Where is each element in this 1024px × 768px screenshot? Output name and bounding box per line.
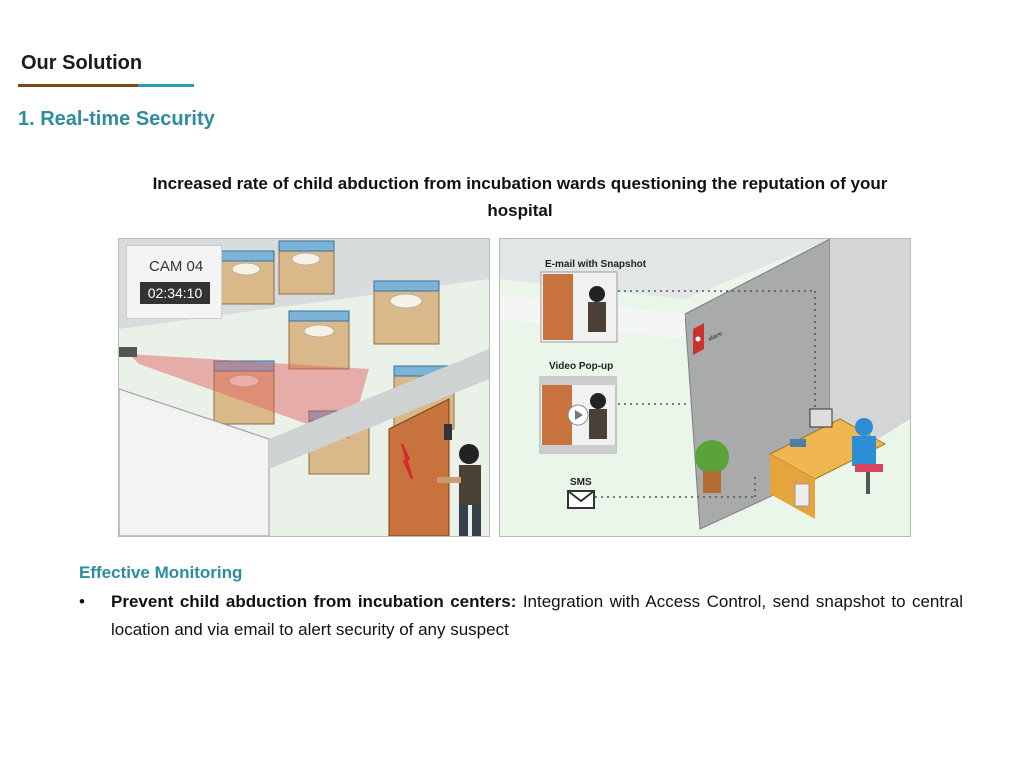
intruder-figure	[437, 444, 481, 536]
video-popup-thumbnail	[539, 376, 617, 454]
email-snapshot-thumbnail	[540, 271, 618, 343]
title-underline-teal	[138, 84, 194, 87]
sms-envelope-icon	[567, 490, 595, 509]
camera-overlay: CAM 04 02:34:10	[126, 245, 222, 319]
camera-timestamp: 02:34:10	[140, 282, 210, 304]
camera-view-cone	[129, 354, 369, 439]
subsection-title: 1. Real-time Security	[18, 108, 215, 130]
alert-connection-lines	[595, 290, 816, 498]
monitoring-title: Effective Monitoring	[79, 563, 243, 582]
ward-illustration: CAM 04 02:34:10	[118, 238, 490, 537]
email-label: E-mail with Snapshot	[545, 259, 647, 270]
alert-illustration: E-mail with Snapshot Video Pop-up SMS al…	[499, 238, 911, 537]
alarm-icon	[693, 323, 704, 355]
bullet-bold-text: Prevent child abduction from incubation …	[111, 592, 517, 611]
title-underline-brown	[18, 84, 138, 87]
access-control-reader	[444, 424, 452, 440]
potted-plant	[695, 440, 729, 493]
video-label: Video Pop-up	[549, 361, 614, 372]
camera-label: CAM 04	[149, 258, 204, 275]
bullet-symbol: •	[79, 592, 85, 611]
monitoring-bullet: • Prevent child abduction from incubatio…	[79, 588, 963, 644]
headline: Increased rate of child abduction from i…	[152, 174, 888, 220]
bullet-paragraph: Prevent child abduction from incubation …	[111, 588, 963, 644]
door	[388, 398, 450, 536]
section-title: Our Solution	[21, 52, 143, 74]
security-desk	[768, 408, 887, 519]
camera-icon	[119, 347, 137, 357]
sms-label: SMS	[570, 477, 592, 488]
bullet-body-text: Integration with Access Control, send sn…	[111, 592, 963, 639]
